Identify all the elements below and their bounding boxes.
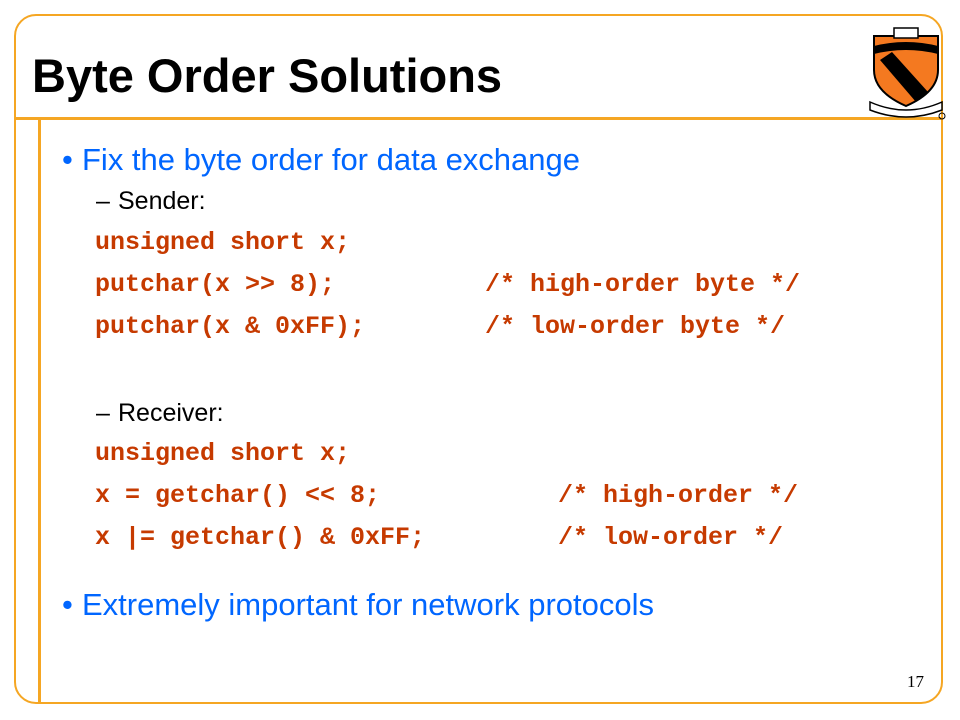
- bullet-fix-byte-order: • Fix the byte order for data exchange: [62, 141, 580, 179]
- left-divider: [38, 119, 41, 704]
- bullet-text: Extremely important for network protocol…: [82, 587, 654, 622]
- code-comment: /* high-order */: [558, 481, 799, 510]
- sender-code-line-1: unsigned short x;: [95, 228, 350, 258]
- receiver-code-line-3: x |= getchar() & 0xFF; /* low-order */: [95, 523, 783, 553]
- bullet-text: Fix the byte order for data exchange: [82, 142, 581, 177]
- page-number: 17: [907, 672, 924, 691]
- sender-label-text: Sender:: [118, 187, 206, 215]
- title-divider: [14, 117, 943, 120]
- dash-icon: –: [96, 187, 110, 215]
- code-comment: /* low-order */: [558, 523, 784, 552]
- princeton-shield-icon: [869, 27, 946, 120]
- code-text: unsigned short x;: [95, 439, 351, 468]
- slide-title: Byte Order Solutions: [32, 49, 503, 102]
- code-comment: /* high-order byte */: [485, 270, 801, 299]
- receiver-code-line-1: unsigned short x;: [95, 439, 350, 469]
- bullet-dot-icon: •: [62, 587, 73, 622]
- code-comment: /* low-order byte */: [485, 312, 786, 341]
- dash-icon: –: [96, 399, 110, 427]
- receiver-label: –Receiver:: [96, 398, 224, 428]
- bullet-dot-icon: •: [62, 142, 73, 177]
- code-text: putchar(x >> 8);: [95, 270, 336, 299]
- slide-frame: [14, 14, 943, 704]
- sender-code-line-3: putchar(x & 0xFF); /* low-order byte */: [95, 312, 785, 342]
- receiver-label-text: Receiver:: [118, 399, 224, 427]
- receiver-code-line-2: x = getchar() << 8; /* high-order */: [95, 481, 798, 511]
- code-text: unsigned short x;: [95, 228, 351, 257]
- code-text: x |= getchar() & 0xFF;: [95, 523, 426, 552]
- code-text: putchar(x & 0xFF);: [95, 312, 366, 341]
- bullet-network-protocols: • Extremely important for network protoco…: [62, 586, 654, 624]
- sender-code-line-2: putchar(x >> 8); /* high-order byte */: [95, 270, 800, 300]
- sender-label: –Sender:: [96, 186, 206, 216]
- code-text: x = getchar() << 8;: [95, 481, 381, 510]
